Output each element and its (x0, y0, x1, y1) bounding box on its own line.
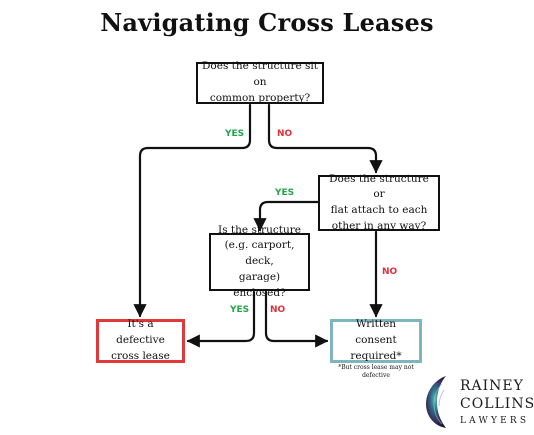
label-q2-yes: YES (275, 188, 295, 198)
result-defective: It's a defective cross lease (96, 318, 185, 363)
question-enclosed: Is the structure (e.g. carport, deck, ga… (209, 224, 310, 299)
result-defective-text: It's a defective cross lease (111, 318, 170, 362)
question-attach: Does the structure or flat attach to eac… (318, 173, 440, 232)
result-consent-text: Written consent required* (350, 318, 402, 362)
logo-word-lawyers: LAWYERS (460, 416, 530, 426)
page-title: Navigating Cross Leases (100, 8, 434, 37)
paua-shell-icon (426, 376, 446, 428)
company-logo: RAINEY COLLINS LAWYERS (422, 374, 534, 435)
logo-word-rainey: RAINEY (460, 378, 524, 394)
connector-q3-yes (186, 290, 256, 348)
label-q3-yes: YES (230, 305, 250, 315)
connector-q1-no (267, 103, 383, 174)
connector-q2-yes (253, 200, 320, 232)
label-q1-no: NO (277, 129, 293, 139)
connector-q1-yes (133, 103, 252, 318)
question-enclosed-text: Is the structure (e.g. carport, deck, ga… (218, 223, 301, 299)
label-q1-yes: YES (225, 129, 245, 139)
footnote: *But cross lease may not defective (338, 364, 414, 380)
label-q2-no: NO (382, 267, 398, 277)
question-common-property-text: Does the structure sit on common propert… (202, 60, 319, 104)
connector-q3-no (264, 290, 329, 348)
logo-word-collins: COLLINS (460, 396, 534, 412)
label-q3-no: NO (270, 305, 286, 315)
question-common-property: Does the structure sit on common propert… (196, 60, 324, 104)
result-consent: Written consent required* (330, 318, 422, 363)
question-attach-text: Does the structure or flat attach to eac… (329, 172, 429, 232)
